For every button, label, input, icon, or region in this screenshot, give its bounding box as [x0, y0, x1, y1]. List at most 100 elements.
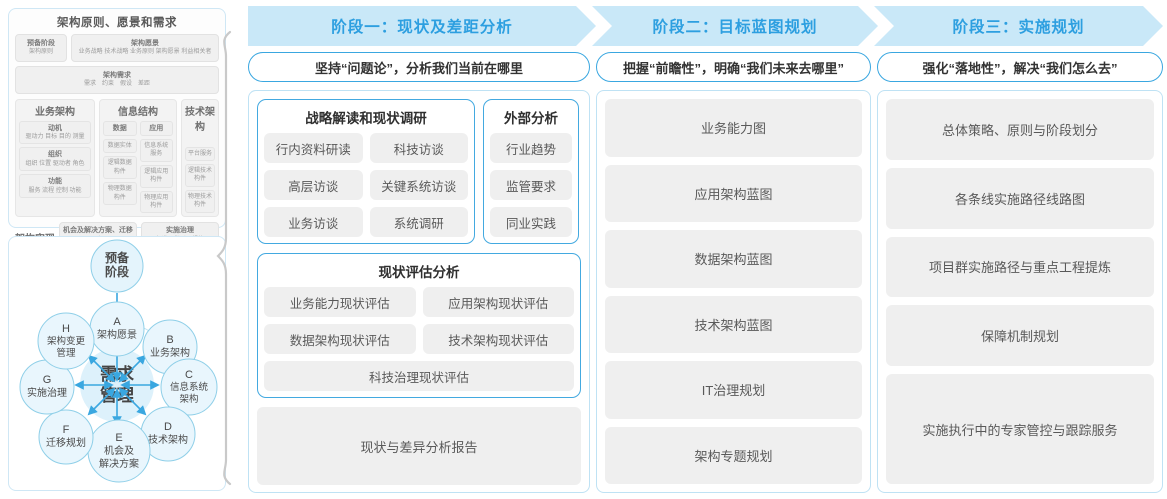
group-external-analysis-title: 外部分析 [504, 111, 558, 126]
chip-row: 高层访谈 关键系统访谈 [264, 170, 468, 200]
group-strategy-research-title: 战略解读和现状调研 [305, 111, 427, 126]
chip-item[interactable]: 各条线实施路径线路图 [886, 167, 1154, 229]
togaf-framework-card: 架构原则、愿景和需求 预备阶段 架构原则 架构愿景 业务战略 技术战略 业务原则… [8, 8, 226, 258]
togaf-requirements-box: 架构需求 需求 约束 假设 差距 [15, 65, 219, 94]
togaf-business-item-body: 驱动力 目标 目的 测量 [25, 134, 85, 141]
adm-node-E-key: E [115, 432, 122, 444]
togaf-column-technology: 技术架构 平台服务 逻辑技术构件 物理技术构件 [181, 98, 219, 218]
phase-header-1-text: 阶段一：现状及差距分析 [331, 19, 513, 36]
togaf-vision-heading: 架构愿景 [131, 40, 159, 47]
phase-1-report-box[interactable]: 现状与差异分析报告 [257, 407, 581, 485]
phase-3-panel: 总体策略、原则与阶段划分 各条线实施路径线路图 项目群实施路径与重点工程提炼 保… [877, 90, 1163, 493]
chip-item[interactable]: 科技访谈 [369, 133, 468, 163]
chip-item[interactable]: 高层访谈 [264, 170, 363, 200]
chip-item[interactable]: 应用架构蓝图 [605, 164, 862, 222]
chip-item[interactable]: 数据架构现状评估 [264, 324, 416, 354]
chip-item[interactable]: IT治理规划 [605, 361, 862, 419]
togaf-business-item: 动机 驱动力 目标 目的 测量 [19, 120, 91, 145]
chip-item[interactable]: 技术架构蓝图 [605, 295, 862, 353]
adm-node-F-label: 迁移规划 [46, 436, 86, 449]
chip-item[interactable]: 科技治理现状评估 [264, 361, 574, 391]
chip-row: 业务能力现状评估 应用架构现状评估 [264, 287, 574, 317]
togaf-requirements-body: 需求 约束 假设 差距 [83, 81, 150, 88]
togaf-prelim-box: 预备阶段 架构原则 [15, 34, 67, 62]
phase-subtitle-2[interactable]: 把握“前瞻性”，明确“我们未来去哪里” [596, 52, 871, 82]
togaf-data-item: 数据实体 [103, 139, 137, 154]
adm-prelim-label-line1: 预备 [105, 250, 130, 265]
togaf-data-body: 物理数据构件 [107, 186, 132, 201]
chip-item[interactable]: 关键系统访谈 [369, 170, 468, 200]
phase-2-item-stack: 业务能力图 应用架构蓝图 数据架构蓝图 技术架构蓝图 IT治理规划 架构专题规划 [605, 99, 862, 484]
phase-header-3[interactable]: 阶段三：实施规划 [874, 6, 1163, 46]
togaf-title: 架构原则、愿景和需求 [57, 17, 177, 29]
chip-item[interactable]: 系统调研 [369, 207, 468, 237]
chip-item[interactable]: 业务能力图 [605, 99, 862, 157]
chip-item[interactable]: 项目群实施路径与重点工程提炼 [886, 236, 1154, 298]
togaf-data-item: 数据 [103, 120, 137, 137]
togaf-data-item: 物理数据构件 [103, 182, 137, 206]
phase-header-1[interactable]: 阶段一：现状及差距分析 [248, 6, 596, 46]
chip-item[interactable]: 应用架构现状评估 [422, 287, 574, 317]
brace-connector [216, 30, 248, 486]
togaf-app-item: 逻辑应用构件 [139, 164, 173, 188]
adm-node-F-key: F [63, 424, 70, 436]
togaf-data-body: 逻辑数据构件 [107, 160, 132, 175]
phase-1-top-groups: 战略解读和现状调研 行内资料研读 科技访谈 高层访谈 关键系统访谈 业务访谈 系… [257, 99, 581, 244]
chip-item[interactable]: 数据架构蓝图 [605, 230, 862, 288]
togaf-business-item: 组织 组织 位置 驱动者 角色 [19, 147, 91, 172]
chip-row: 科技治理现状评估 [264, 361, 574, 391]
chip-row: 数据架构现状评估 技术架构现状评估 [264, 324, 574, 354]
phase-subtitle-1[interactable]: 坚持“问题论”，分析我们当前在哪里 [248, 52, 590, 82]
chip-item[interactable]: 总体策略、原则与阶段划分 [886, 99, 1154, 160]
chip-row: 行内资料研读 科技访谈 [264, 133, 468, 163]
adm-prelim-label-line2: 阶段 [105, 264, 130, 279]
togaf-vision-box: 架构愿景 业务战略 技术战略 业务原则 架构愿景 利益相关者 [71, 34, 219, 62]
chip-item[interactable]: 行业趋势 [490, 133, 572, 163]
adm-node-G-label: 实施治理 [27, 386, 67, 399]
adm-node-H-key: H [62, 323, 70, 335]
chip-item[interactable]: 实施执行中的专家管控与跟踪服务 [886, 374, 1154, 485]
chip-item[interactable]: 行内资料研读 [264, 133, 363, 163]
chip-item[interactable]: 架构专题规划 [605, 426, 862, 484]
togaf-business-item-body: 服务 流程 控制 功能 [28, 187, 82, 194]
phase-header-2-text: 阶段二：目标蓝图规划 [652, 19, 818, 36]
togaf-column-business-title: 业务架构 [35, 106, 75, 118]
phase-subtitle-3[interactable]: 强化“落地性”，解决“我们怎么去” [877, 52, 1163, 82]
group-strategy-research: 战略解读和现状调研 行内资料研读 科技访谈 高层访谈 关键系统访谈 业务访谈 系… [257, 99, 475, 244]
adm-node-H-label-line2: 管理 [56, 347, 76, 359]
togaf-information-subcolumns: 数据 数据实体 逻辑数据构件 物理数据构件 [103, 120, 173, 214]
chip-item[interactable]: 技术架构现状评估 [422, 324, 574, 354]
phase-1-panel: 战略解读和现状调研 行内资料研读 科技访谈 高层访谈 关键系统访谈 业务访谈 系… [248, 90, 590, 493]
togaf-requirements-heading: 架构需求 [103, 71, 131, 79]
togaf-information-app-col: 应用 信息系统服务 逻辑应用构件 物理应用构件 [139, 120, 173, 214]
adm-node-D-label: 技术架构 [148, 433, 188, 446]
phase-header-1-shape [248, 6, 596, 46]
chip-item[interactable]: 业务能力现状评估 [264, 287, 416, 317]
chip-item[interactable]: 监管要求 [490, 170, 572, 200]
adm-node-E-label-line2: 解决方案 [99, 457, 139, 470]
adm-node-C-label-line1: 信息系统 [170, 381, 209, 393]
adm-node-B-label: 业务架构 [150, 346, 190, 359]
togaf-column-information-title: 信息结构 [118, 106, 158, 118]
togaf-data-body: 数据实体 [107, 143, 132, 150]
togaf-prelim-heading: 预备阶段 [27, 40, 55, 47]
togaf-business-item-heading: 组织 [48, 151, 62, 159]
togaf-app-body: 物理应用构件 [144, 194, 169, 210]
adm-node-A-label: 架构愿景 [97, 328, 137, 341]
togaf-app-item: 信息系统服务 [139, 139, 173, 162]
chip-item[interactable]: 保障机制规划 [886, 305, 1154, 367]
togaf-business-item: 功能 服务 流程 控制 功能 [19, 174, 91, 199]
phase-subtitles-row: 坚持“问题论”，分析我们当前在哪里 把握“前瞻性”，明确“我们未来去哪里” 强化… [248, 52, 1163, 82]
togaf-vision-body: 业务战略 技术战略 业务原则 架构愿景 利益相关者 [78, 49, 212, 56]
chip-row: 业务访谈 系统调研 [264, 207, 468, 237]
chip-item[interactable]: 同业实践 [490, 207, 572, 237]
group-current-state-assessment: 现状评估分析 业务能力现状评估 应用架构现状评估 数据架构现状评估 技术架构现状… [257, 253, 581, 398]
adm-node-G-key: G [43, 374, 52, 386]
phase-header-2[interactable]: 阶段二：目标蓝图规划 [592, 6, 878, 46]
phase-header-3-text: 阶段三：实施规划 [952, 19, 1085, 36]
togaf-data-heading: 数据 [112, 124, 127, 132]
adm-node-D-key: D [164, 421, 172, 433]
togaf-app-body: 信息系统服务 [144, 143, 169, 158]
chip-item[interactable]: 业务访谈 [264, 207, 363, 237]
